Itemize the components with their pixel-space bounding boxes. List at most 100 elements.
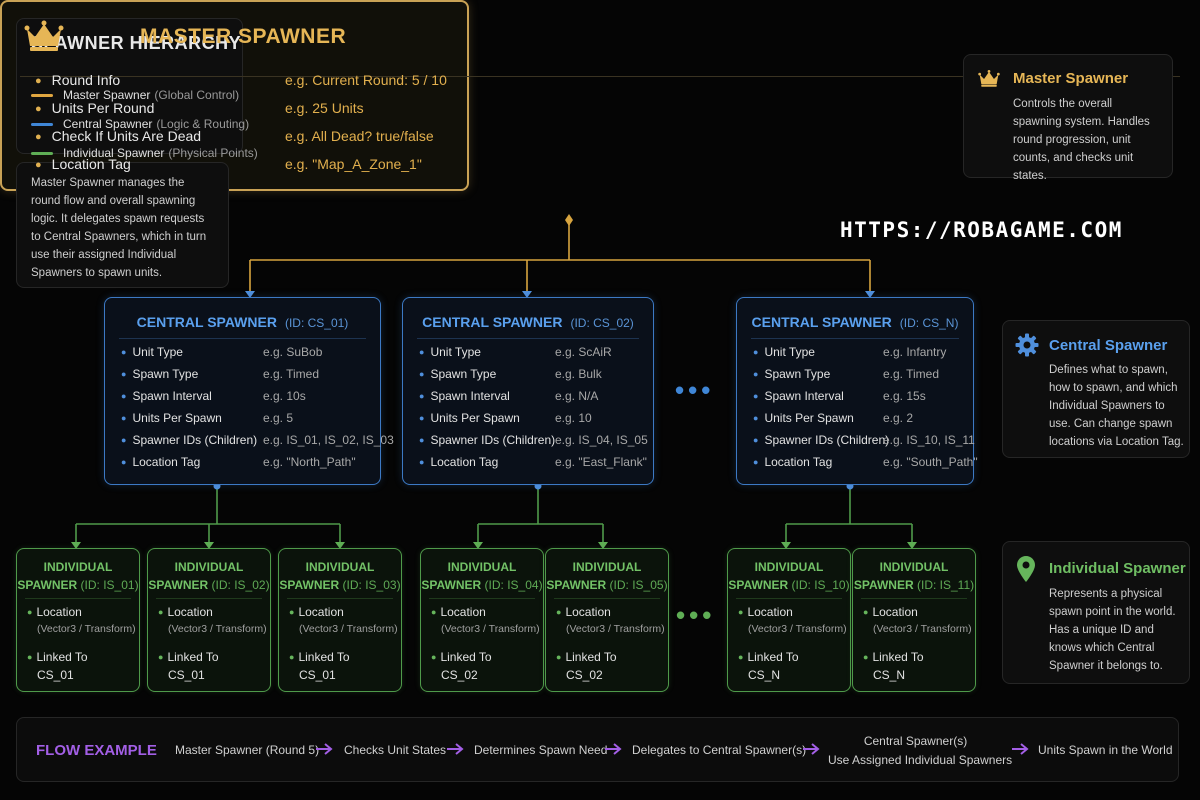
individual-divider <box>861 598 967 599</box>
legend-label: Central Spawner <box>63 117 153 131</box>
crown-icon <box>978 69 1000 87</box>
individual-spawner-word: SPAWNER <box>279 578 340 592</box>
master-row: ●Units Per Round <box>35 100 154 116</box>
individual-spawner-box-is10: INDIVIDUAL SPAWNER (ID: IS_10) ●Location… <box>727 548 851 692</box>
linked-label: Linked To <box>36 650 88 664</box>
individual-spawner-box-is11: INDIVIDUAL SPAWNER (ID: IS_11) ●Location… <box>852 548 976 692</box>
central-row-value: e.g. "East_Flank" <box>555 455 647 469</box>
legend-sublabel: (Global Control) <box>154 88 240 102</box>
individual-subtitle: SPAWNER (ID: IS_03) <box>279 578 401 592</box>
bullet-icon: ● <box>753 347 759 357</box>
bullet-icon: ● <box>289 652 295 662</box>
central-row: ●Units Per Spawn <box>121 411 222 425</box>
bullet-icon: ● <box>35 103 42 115</box>
individual-subtitle: SPAWNER (ID: IS_11) <box>853 578 975 592</box>
central-row: ●Spawner IDs (Children) <box>419 433 555 447</box>
bullet-icon: ● <box>556 652 562 662</box>
arrow-right-icon <box>1012 743 1029 755</box>
individual-linked: ●Linked To <box>289 650 350 664</box>
individual-spawner-box-is05: INDIVIDUAL SPAWNER (ID: IS_05) ●Location… <box>545 548 669 692</box>
linked-label: Linked To <box>565 650 617 664</box>
central-row: ●Spawn Type <box>753 367 830 381</box>
individual-spawner-word: SPAWNER <box>728 578 789 592</box>
individual-id: (ID: IS_03) <box>342 578 401 592</box>
bullet-icon: ● <box>35 75 42 87</box>
legend-swatch-individual <box>31 151 53 155</box>
individual-title: INDIVIDUAL <box>43 560 113 574</box>
master-row: ●Check If Units Are Dead <box>35 128 201 144</box>
bullet-icon: ● <box>863 652 869 662</box>
central-description-title: Central Spawner <box>1049 337 1168 354</box>
legend-item-individual: Individual Spawner (Physical Points) <box>31 146 258 160</box>
location-label: Location <box>298 605 344 619</box>
individual-divider <box>156 598 262 599</box>
location-label: Location <box>747 605 793 619</box>
central-title-text: CENTRAL SPAWNER <box>422 314 563 330</box>
central-title: CENTRAL SPAWNER (ID: CS_02) <box>403 314 653 330</box>
master-row-label: Check If Units Are Dead <box>51 128 202 144</box>
individual-location: ●Location <box>158 605 213 619</box>
location-label: Location <box>440 605 486 619</box>
individual-spawner-word: SPAWNER <box>546 578 607 592</box>
linked-label: Linked To <box>747 650 799 664</box>
central-id: (ID: CS_N) <box>899 316 959 330</box>
bullet-icon: ● <box>27 607 33 617</box>
bullet-icon: ● <box>35 159 42 171</box>
individual-spawner-word: SPAWNER <box>853 578 914 592</box>
bullet-icon: ● <box>158 607 164 617</box>
central-row: ●Unit Type <box>121 345 183 359</box>
master-row-value: e.g. "Map_A_Zone_1" <box>285 156 422 172</box>
individual-title: INDIVIDUAL <box>305 560 375 574</box>
individual-id: (ID: IS_11) <box>917 578 975 592</box>
map-pin-icon <box>1017 556 1035 582</box>
central-row: ●Spawn Type <box>419 367 496 381</box>
individual-linked: ●Linked To <box>158 650 219 664</box>
central-row-value: e.g. IS_10, IS_11 <box>883 433 975 447</box>
linked-value: CS_01 <box>168 668 205 682</box>
individual-id: (ID: IS_01) <box>80 578 139 592</box>
central-row-label: Units Per Spawn <box>764 411 854 425</box>
gear-icon <box>1015 333 1039 357</box>
central-row-label: Unit Type <box>430 345 481 359</box>
central-row-value: e.g. Timed <box>883 367 940 381</box>
individual-spawner-box-is04: INDIVIDUAL SPAWNER (ID: IS_04) ●Location… <box>420 548 544 692</box>
flow-step: Delegates to Central Spawner(s) <box>632 743 807 757</box>
bullet-icon: ● <box>121 457 127 467</box>
central-id: (ID: CS_02) <box>570 316 634 330</box>
central-row-value: e.g. "South_Path" <box>883 455 978 469</box>
individual-description-title: Individual Spawner <box>1049 560 1186 577</box>
central-spawner-box-cs02: CENTRAL SPAWNER (ID: CS_02) ● Unit Type e.… <box>402 297 654 485</box>
central-row: ●Units Per Spawn <box>753 411 854 425</box>
central-row-value: e.g. Bulk <box>555 367 602 381</box>
individual-description-card: Individual Spawner Represents a physical… <box>1002 541 1190 684</box>
central-row: ●Spawn Interval <box>419 389 510 403</box>
individual-divider <box>554 598 660 599</box>
arrow-right-icon <box>316 743 333 755</box>
arrow-to-cs01 <box>245 291 255 298</box>
central-row-label: Spawn Type <box>132 367 199 381</box>
individual-location: ●Location <box>863 605 918 619</box>
legend-label: Master Spawner <box>63 88 151 102</box>
individual-location: ●Location <box>289 605 344 619</box>
legend-sublabel: (Physical Points) <box>168 146 258 160</box>
location-label: Location <box>872 605 918 619</box>
location-sub: (Vector3 / Transform) <box>37 623 136 635</box>
central-row-value: e.g. ScAiR <box>555 345 612 359</box>
central-row-value: e.g. IS_01, IS_02, IS_03 <box>263 433 394 447</box>
bullet-icon: ● <box>419 457 425 467</box>
bullet-icon: ● <box>419 369 425 379</box>
linked-label: Linked To <box>440 650 492 664</box>
bullet-icon: ● <box>121 369 127 379</box>
individual-subtitle: SPAWNER (ID: IS_02) <box>148 578 270 592</box>
central-row: ●Spawn Interval <box>753 389 844 403</box>
central-divider <box>119 338 366 339</box>
central-description-text: Defines what to spawn, how to spawn, and… <box>1049 364 1184 448</box>
central-row: ●Spawner IDs (Children) <box>121 433 257 447</box>
bullet-icon: ● <box>753 391 759 401</box>
bullet-icon: ● <box>753 435 759 445</box>
individual-spawner-box-is03: INDIVIDUAL SPAWNER (ID: IS_03) ●Location… <box>278 548 402 692</box>
central-spawner-box-cs01: CENTRAL SPAWNER(ID: CS_01) ●Unit Type e.… <box>104 297 394 485</box>
linked-value: CS_01 <box>37 668 74 682</box>
legend-item-master: Master Spawner (Global Control) <box>31 88 239 102</box>
